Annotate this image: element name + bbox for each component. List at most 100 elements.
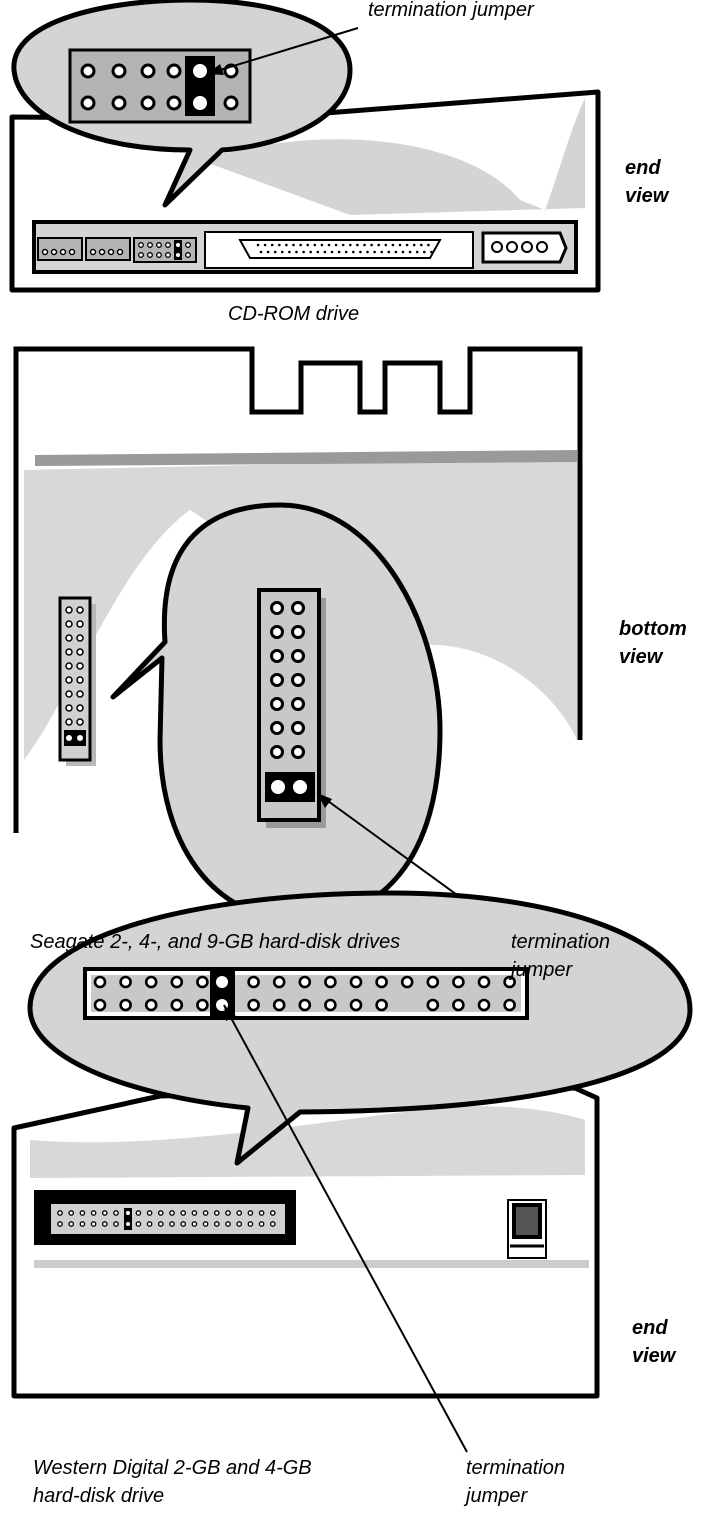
scsi-pin: [391, 243, 395, 247]
scsi-pin: [278, 243, 281, 247]
scsi-pin: [366, 250, 369, 254]
seagate-magnified-jumpers: [257, 588, 326, 828]
wd-header-pin: [426, 975, 440, 989]
wd-header-pin: [324, 975, 337, 989]
wd-connector-pin: [191, 1221, 198, 1227]
scsi-pin: [334, 243, 338, 247]
scsi-pin: [412, 243, 416, 247]
wd-header-pin: [144, 998, 158, 1012]
wd-connector-pin: [269, 1210, 276, 1216]
scsi-pin: [398, 243, 402, 247]
scsi-pin: [384, 243, 388, 247]
wd-header-pin: [477, 998, 491, 1012]
seagate-view-label-line1: bottom: [619, 618, 687, 640]
wd-connector-pin: [169, 1210, 175, 1216]
wd-header-pin: [272, 975, 286, 989]
wd-header-pin: [196, 998, 209, 1012]
wd-header-pin: [375, 998, 388, 1012]
scsi-pin: [263, 243, 267, 247]
seagate-caption: Seagate 2-, 4-, and 9-GB hard-disk drive…: [30, 931, 401, 953]
wd-header-pin: [119, 975, 132, 989]
wd-header-pin: [272, 998, 286, 1012]
scsi-pin: [323, 250, 327, 254]
scsi-pin: [320, 243, 324, 247]
wd-connector-pin: [225, 1221, 231, 1227]
cdrom-scsi-connector: [204, 231, 474, 269]
wd-connector-pin: [135, 1210, 142, 1216]
cdrom-drive-figure: [9, 0, 601, 293]
scsi-pin: [359, 250, 362, 254]
wd-connector-pin: [225, 1210, 231, 1216]
wd-connector-pin: [258, 1221, 265, 1227]
wd-connector-pin: [146, 1210, 153, 1216]
wd-connector-pin: [113, 1210, 119, 1216]
wd-connector-pin: [213, 1221, 220, 1227]
cdrom-leader-line: [206, 27, 359, 75]
wd-connector-pin: [258, 1210, 265, 1216]
wd-header-pin: [503, 975, 516, 989]
scsi-pin: [423, 250, 426, 254]
seagate-small-jumper-block: [58, 596, 96, 766]
cdrom-jumper-block: [133, 237, 197, 263]
cdrom-audio-connector-2: [85, 237, 131, 261]
scsi-pin: [292, 243, 295, 247]
scsi-pin: [430, 250, 433, 254]
wd-header-pin: [452, 998, 465, 1012]
cdrom-view-label-line1: end: [625, 157, 661, 179]
scsi-pin: [387, 250, 391, 254]
wd-connector-pin: [269, 1221, 276, 1227]
wd-header-pin: [426, 998, 440, 1012]
wd-callout-label-line1: termination: [466, 1457, 565, 1479]
wd-header-pin: [93, 975, 107, 989]
cdrom-power-connector: [481, 231, 568, 264]
scsi-pin: [313, 243, 317, 247]
wd-caption-line1: Western Digital 2-GB and 4-GB: [33, 1457, 312, 1479]
wd-magnified-jumpers: [83, 967, 529, 1020]
wd-callout-bubble: [27, 890, 693, 1166]
cdrom-view-label-line2: view: [625, 185, 669, 207]
wd-header-pin: [170, 998, 184, 1012]
wd-connector-pin: [135, 1221, 142, 1227]
scsi-pin: [363, 243, 366, 247]
scsi-pin: [394, 250, 398, 254]
scsi-pin: [273, 250, 277, 254]
wd-header-pin: [144, 975, 158, 989]
scsi-pin: [352, 250, 355, 254]
cdrom-body-shading: [200, 98, 585, 215]
scsi-pin: [266, 250, 270, 254]
wd-connector-pin: [236, 1210, 243, 1216]
wd-header-pin: [247, 998, 260, 1012]
cdrom-callout-label: termination jumper: [368, 0, 534, 21]
scsi-pin: [299, 243, 302, 247]
wd-header-pin: [349, 998, 363, 1012]
scsi-pin: [316, 250, 320, 254]
wd-header-pin: [298, 998, 312, 1012]
scsi-pin: [327, 243, 331, 247]
wd-header-pin: [503, 998, 516, 1012]
wd-connector-pin: [101, 1210, 108, 1216]
scsi-pin: [295, 250, 298, 254]
wd-connector-pin: [113, 1221, 119, 1227]
scsi-pin: [341, 243, 345, 247]
wd-header-pin: [196, 975, 209, 989]
wd-connector-pin: [57, 1221, 63, 1227]
scsi-pin: [285, 243, 288, 247]
wd-connector-pin: [202, 1210, 209, 1216]
cdrom-audio-connector-1: [37, 237, 83, 261]
seagate-drive-outline: [13, 346, 583, 833]
scsi-pin: [380, 250, 384, 254]
wd-header-pin: [324, 998, 337, 1012]
seagate-callout-label-line1: termination: [511, 931, 610, 953]
scsi-pin: [259, 250, 263, 254]
scsi-pin: [337, 250, 341, 254]
scsi-pin: [356, 243, 359, 247]
wd-power-block: [507, 1199, 547, 1259]
scsi-pin: [270, 243, 274, 247]
scsi-pin: [309, 250, 313, 254]
scsi-pin: [256, 243, 260, 247]
wd-caption-line2: hard-disk drive: [33, 1485, 165, 1507]
wd-header-pin: [119, 998, 132, 1012]
scsi-pin: [420, 243, 423, 247]
scsi-pin: [344, 250, 348, 254]
